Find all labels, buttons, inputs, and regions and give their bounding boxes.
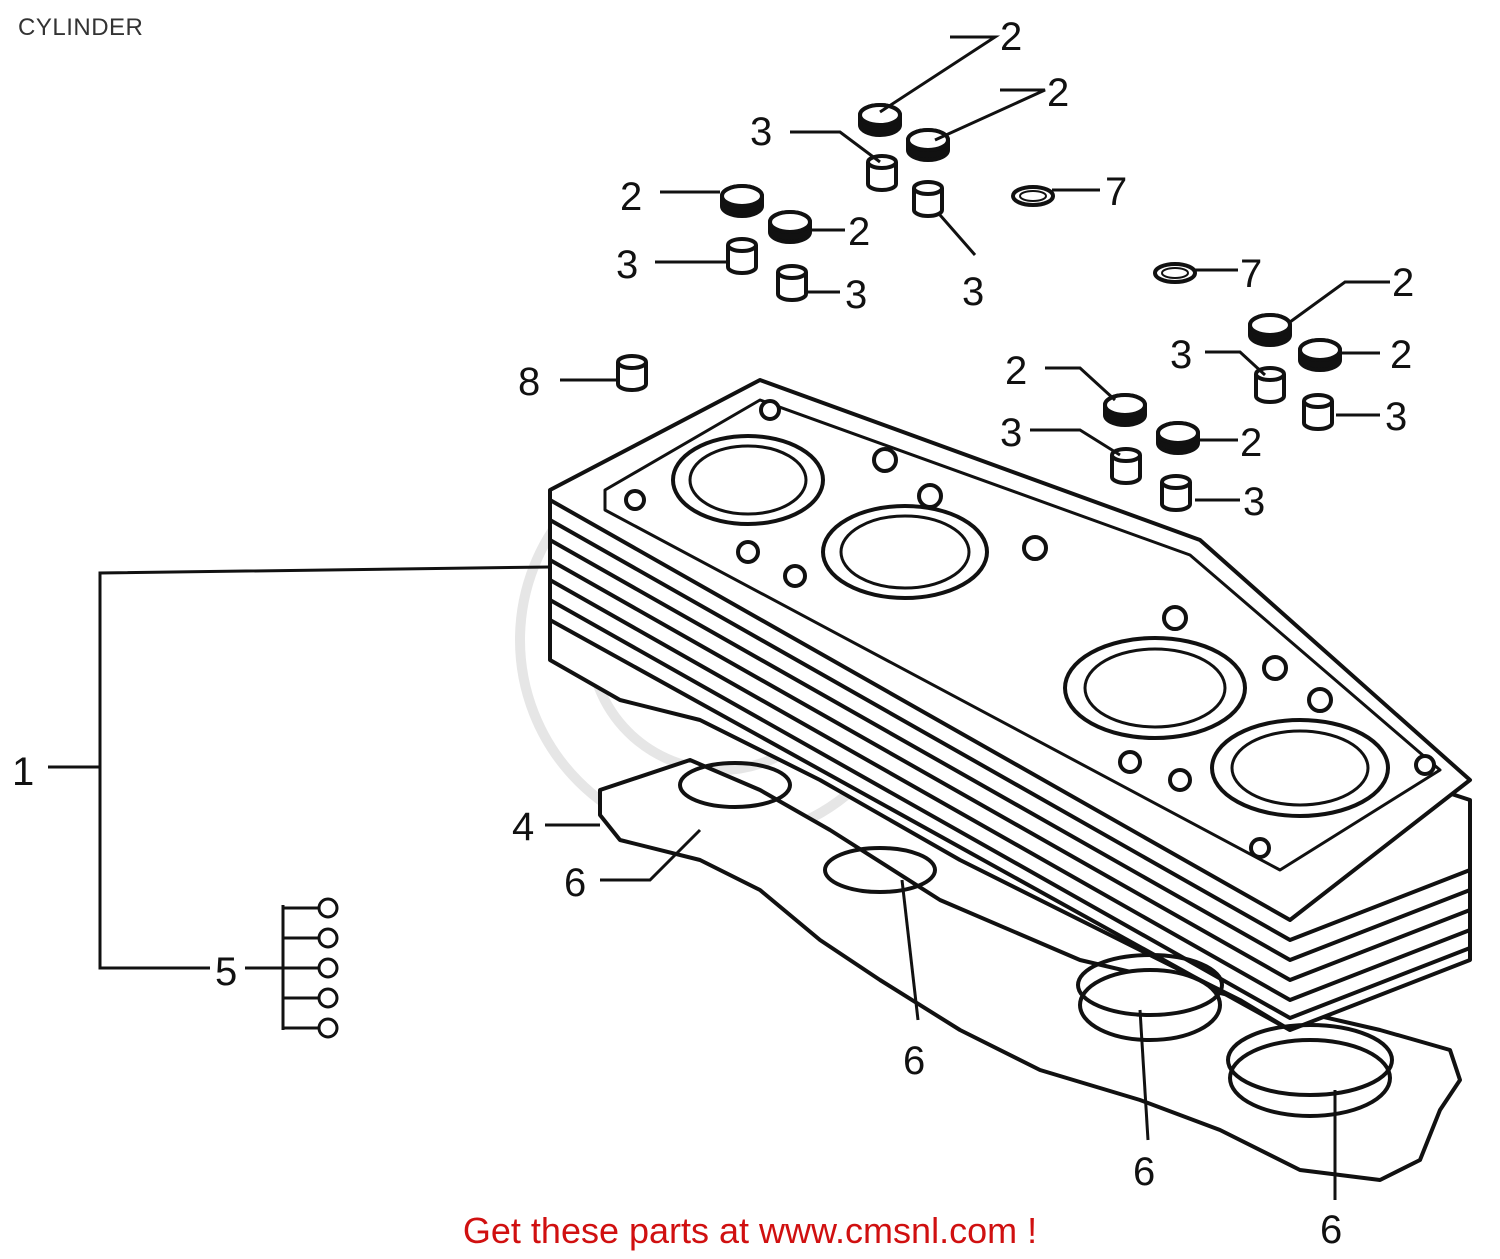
callout-2-h: 2 bbox=[1240, 421, 1262, 465]
callout-2-b: 2 bbox=[1047, 71, 1069, 115]
callout-3-g: 3 bbox=[1000, 411, 1022, 455]
callout-2-e: 2 bbox=[1392, 261, 1414, 305]
callout-7-a: 7 bbox=[1105, 170, 1127, 214]
callout-6-a: 6 bbox=[564, 861, 586, 905]
callout-2-g: 2 bbox=[1005, 349, 1027, 393]
callout-labels: 1 2 2 2 2 2 2 2 2 3 3 3 3 3 3 3 3 4 5 6 … bbox=[12, 15, 1414, 1252]
callout-6-d: 6 bbox=[1320, 1208, 1342, 1252]
o-ring-group bbox=[1011, 185, 1197, 284]
callout-5: 5 bbox=[215, 950, 237, 994]
callout-3-f: 3 bbox=[1385, 395, 1407, 439]
callout-4: 4 bbox=[512, 805, 534, 849]
callout-3-c: 3 bbox=[845, 273, 867, 317]
callout-3-d: 3 bbox=[962, 270, 984, 314]
callout-7-b: 7 bbox=[1240, 252, 1262, 296]
callout-3-a: 3 bbox=[750, 110, 772, 154]
callout-8: 8 bbox=[518, 360, 540, 404]
callout-2-a: 2 bbox=[1000, 15, 1022, 59]
leader-lines bbox=[48, 35, 1390, 1200]
page-title: CYLINDER bbox=[18, 14, 144, 41]
callout-1: 1 bbox=[12, 750, 34, 794]
callout-3-b: 3 bbox=[616, 243, 638, 287]
callout-6-c: 6 bbox=[1133, 1150, 1155, 1194]
callout-6-b: 6 bbox=[903, 1039, 925, 1083]
callout-2-f: 2 bbox=[1390, 333, 1412, 377]
base-o-rings bbox=[678, 761, 1394, 1097]
callout-3-h: 3 bbox=[1243, 480, 1265, 524]
footer-link[interactable]: Get these parts at www.cmsnl.com ! bbox=[0, 1210, 1500, 1252]
cylinder-block bbox=[548, 378, 1472, 1182]
callout-3-e: 3 bbox=[1170, 333, 1192, 377]
stud-bolt-set bbox=[281, 897, 339, 1039]
callout-2-d: 2 bbox=[848, 210, 870, 254]
callout-2-c: 2 bbox=[620, 175, 642, 219]
cmsnl-link[interactable]: Get these parts at www.cmsnl.com ! bbox=[462, 1210, 1038, 1251]
